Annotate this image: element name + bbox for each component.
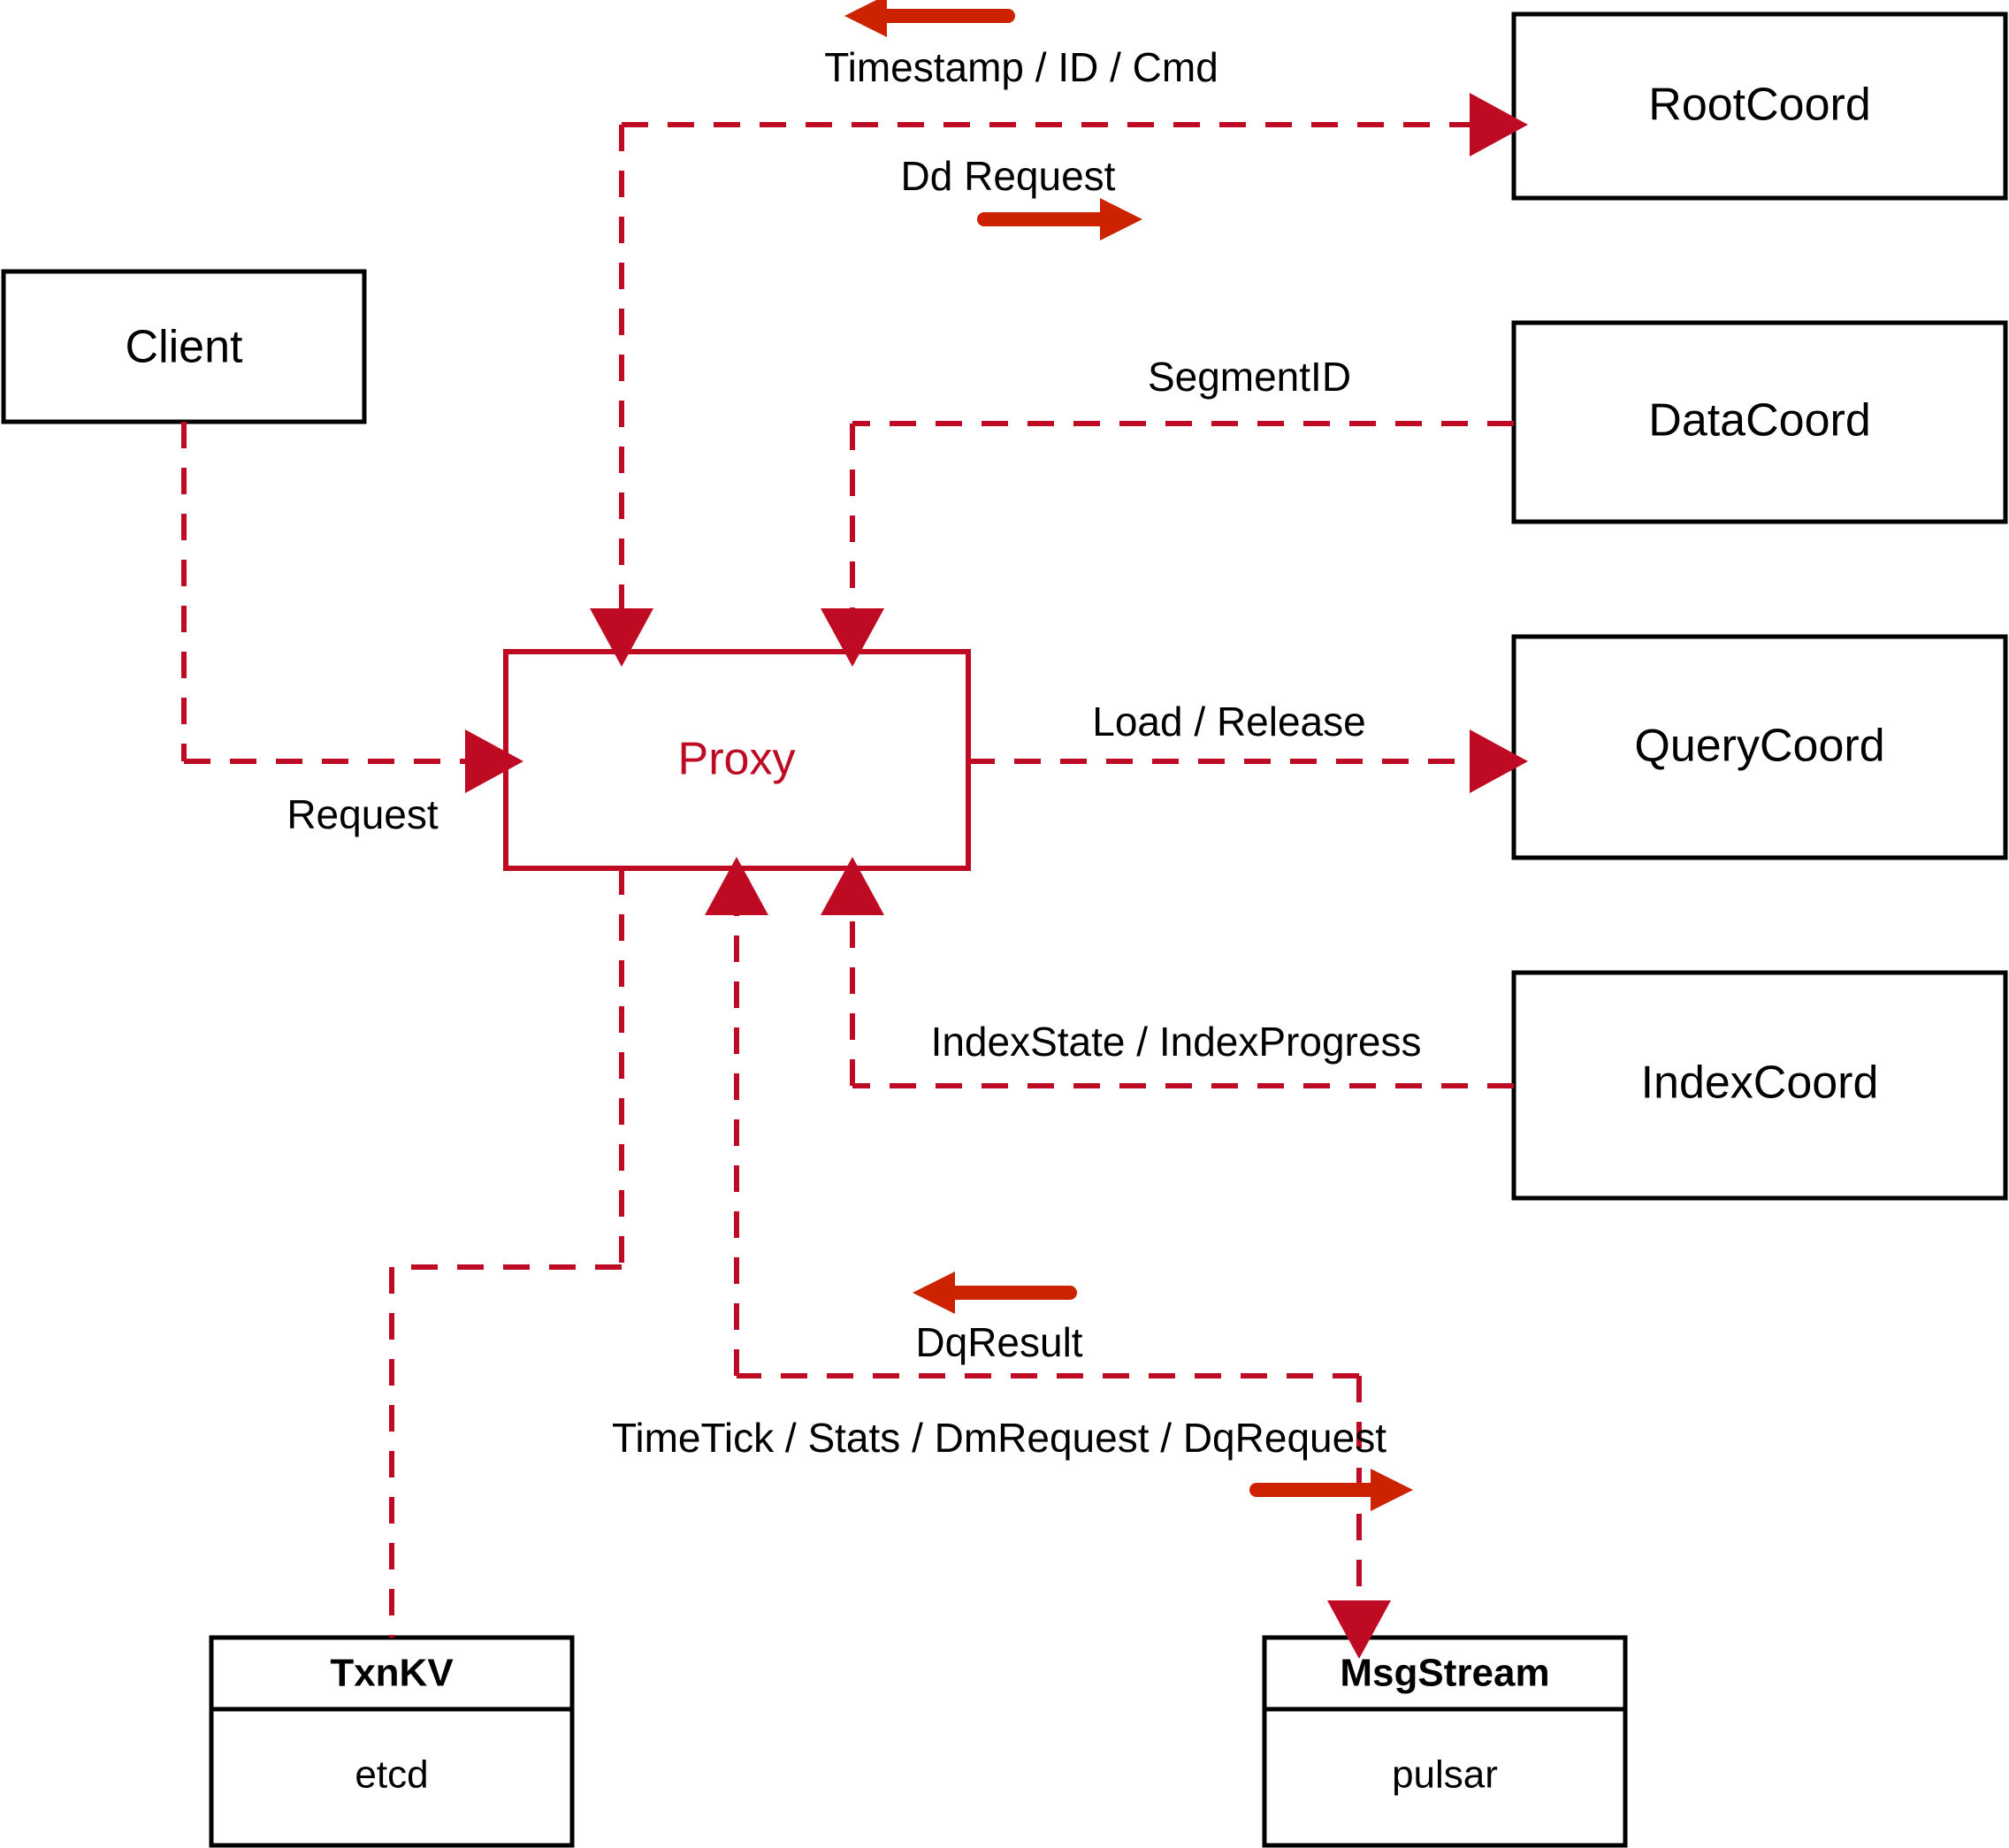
node-txnkv-sublabel: etcd [355, 1753, 428, 1797]
node-rootcoord-label: RootCoord [1648, 80, 1870, 131]
edge-label-timetick-stats: TimeTick / Stats / DmRequest / DqRequest [612, 1415, 1386, 1461]
node-indexcoord-label: IndexCoord [1641, 1058, 1879, 1109]
node-indexcoord[interactable]: IndexCoord [1511, 970, 2008, 1201]
arrow-dd-request [977, 198, 1142, 241]
node-datacoord[interactable]: DataCoord [1511, 320, 2008, 524]
node-msgstream-label: MsgStream [1340, 1652, 1549, 1695]
node-proxy[interactable]: Proxy [503, 649, 971, 871]
arrow-timestamp-id-cmd [844, 0, 1015, 37]
edge-dd-request-path [590, 93, 1528, 667]
edge-label-timestamp-id-cmd: Timestamp / ID / Cmd [824, 44, 1218, 90]
edge-request-path [181, 422, 523, 793]
edge-dq-result-path [705, 857, 1359, 1378]
node-msgstream[interactable]: MsgStream pulsar [1262, 1635, 1628, 1848]
edge-segment-id-path [821, 421, 1514, 667]
edge-label-request: Request [286, 791, 439, 837]
edge-label-index-state: IndexState / IndexProgress [931, 1019, 1422, 1065]
edge-label-load-release: Load / Release [1092, 699, 1365, 745]
node-client-label: Client [126, 322, 243, 373]
node-querycoord-label: QueryCoord [1634, 721, 1884, 772]
node-txnkv[interactable]: TxnKV etcd [209, 1635, 575, 1848]
node-querycoord[interactable]: QueryCoord [1511, 634, 2008, 860]
arrow-timetick [1249, 1469, 1413, 1511]
node-txnkv-label: TxnKV [330, 1652, 454, 1695]
node-msgstream-sublabel: pulsar [1392, 1753, 1498, 1797]
node-client[interactable]: Client [1, 269, 367, 424]
edge-label-segment-id: SegmentID [1148, 354, 1351, 400]
edge-label-dq-result: DqResult [915, 1319, 1082, 1365]
edge-index-state-path [821, 857, 1514, 1088]
edge-proxy-txnkv-path [389, 868, 624, 1638]
node-rootcoord[interactable]: RootCoord [1511, 11, 2008, 201]
arrow-dq-result [913, 1271, 1077, 1314]
edge-label-dd-request: Dd Request [901, 153, 1116, 199]
node-proxy-label: Proxy [678, 734, 796, 785]
node-datacoord-label: DataCoord [1648, 395, 1870, 447]
